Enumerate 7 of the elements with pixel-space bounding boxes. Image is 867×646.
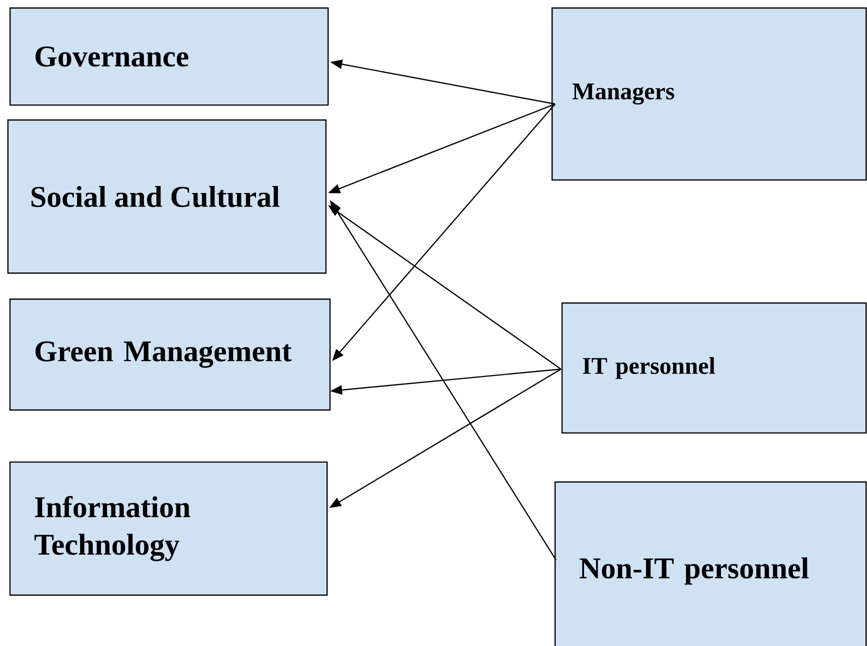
box: Managers [552, 7, 867, 181]
box: IT personnel [561, 302, 867, 434]
box: Non-IT personnel [554, 481, 867, 646]
box: Green Management [9, 298, 331, 411]
box: Information Technology [9, 461, 328, 596]
box: Social and Cultural [7, 119, 327, 274]
box: Governance [9, 7, 329, 106]
